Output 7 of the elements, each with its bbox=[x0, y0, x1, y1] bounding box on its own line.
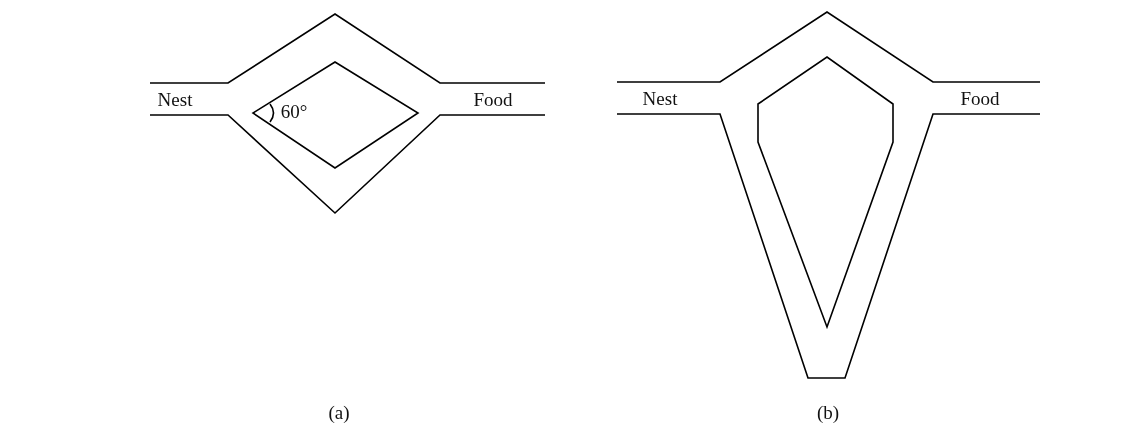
panel-label: (b) bbox=[816, 402, 840, 422]
nest-label: Nest bbox=[642, 88, 678, 108]
nest-label: Nest bbox=[157, 89, 193, 109]
panel-label: (a) bbox=[328, 402, 350, 422]
food-label: Food bbox=[960, 88, 1000, 108]
food-label: Food bbox=[473, 89, 513, 109]
angle-label: 60° bbox=[280, 101, 308, 121]
